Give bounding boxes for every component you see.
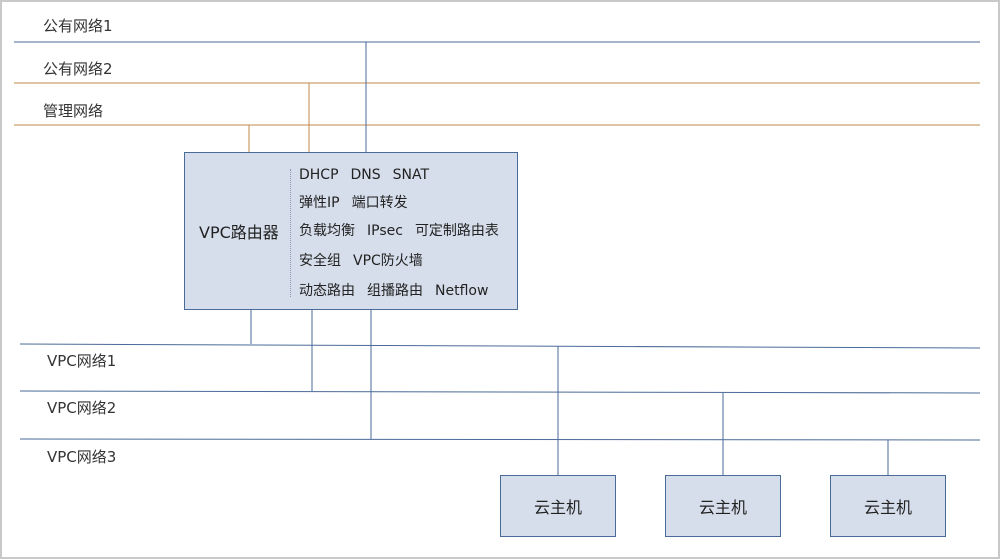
public-network-1-label: 公有网络1 [43, 17, 113, 35]
vpc-router-box: VPC路由器 DHCP DNS SNAT 弹性IP 端口转发 负载均衡 IPsec 可定制… [184, 152, 518, 310]
vpc-network-2-line [19, 390, 981, 394]
feature-row-5: 动态路由组播路由 Netflow [299, 282, 500, 300]
feature-elastic-ip: 弹性IP [299, 195, 340, 211]
feature-row-3: 负载均衡 IPsec 可定制路由表 [299, 222, 511, 240]
feature-row-2: 弹性IP 端口转发 [299, 194, 420, 212]
feature-snat: SNAT [392, 167, 430, 183]
feature-dns: DNS [350, 167, 381, 183]
feature-security-group: 安全组 [299, 253, 341, 269]
feature-load-balancing: 负载均衡 [299, 223, 355, 239]
feature-vpc-firewall: VPC防火墙 [353, 253, 423, 269]
cloud-host-2: 云主机 [665, 475, 781, 537]
feature-multicast-routing: 组播路由 [367, 283, 423, 299]
vpc-network-3-line [19, 438, 981, 441]
cloud-host-3: 云主机 [830, 475, 946, 537]
feature-netflow: Netflow [435, 283, 489, 299]
feature-dynamic-routing: 动态路由 [299, 283, 355, 299]
feature-row-4: 安全组 VPC防火墙 [299, 252, 435, 270]
vpc-router-name: VPC路由器 [199, 223, 279, 242]
cloud-host-1: 云主机 [500, 475, 616, 537]
feature-custom-route-table: 可定制路由表 [414, 223, 499, 239]
management-network-label: 管理网络 [43, 102, 104, 120]
vpc-network-3-label: VPC网络3 [47, 448, 117, 466]
vpc-network-1-label: VPC网络1 [47, 352, 117, 370]
vpc-network-2-label: VPC网络2 [47, 399, 117, 417]
feature-dhcp: DHCP [299, 167, 339, 183]
public-network-2-label: 公有网络2 [43, 60, 113, 78]
feature-row-1: DHCP DNS SNAT [299, 166, 441, 184]
router-divider [290, 169, 291, 297]
feature-ipsec: IPsec [367, 223, 403, 239]
feature-port-forwarding: 端口转发 [351, 195, 408, 211]
vpc-network-1-line [19, 343, 981, 349]
